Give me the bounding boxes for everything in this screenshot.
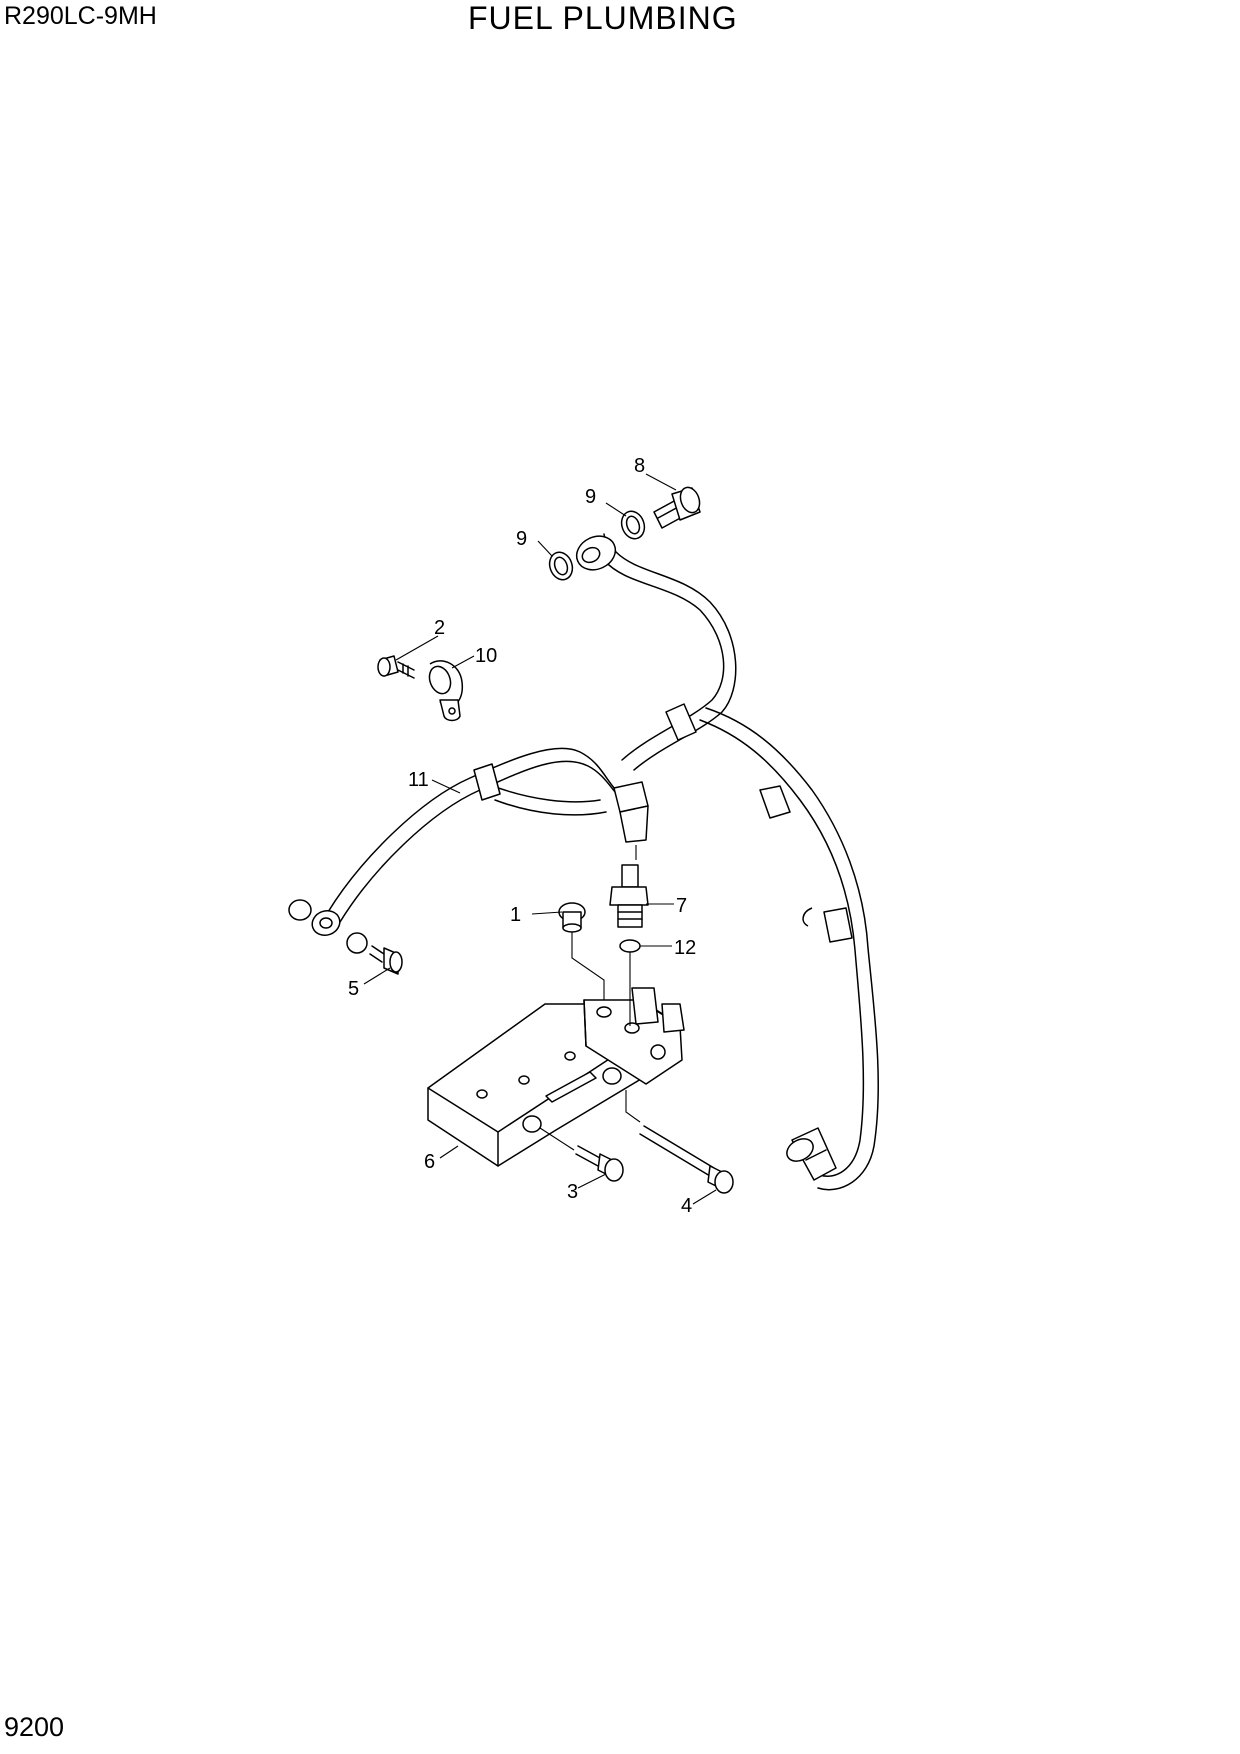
callout-9-lower: 9 — [516, 528, 527, 550]
part-1-leader — [571, 932, 605, 1002]
part-9-washer-upper-inner — [625, 515, 641, 535]
left-banjo-fitting — [311, 909, 341, 937]
part-1-plug — [558, 902, 586, 933]
part-3-bolt — [575, 1145, 624, 1182]
callout-leaders — [363, 473, 717, 1205]
callout-12: 12 — [674, 937, 696, 959]
part-10-clamp — [428, 660, 464, 722]
callout-9-upper: 9 — [585, 486, 596, 508]
part-2-bolt — [377, 655, 415, 679]
washer-left-lower — [346, 932, 368, 954]
callout-11: 11 — [408, 769, 429, 791]
part-7-sensor — [609, 864, 649, 928]
part-4-bolt — [639, 1125, 734, 1194]
callout-3: 3 — [567, 1181, 578, 1203]
part-6-filter-head — [427, 987, 685, 1167]
model-number: R290LC-9MH — [4, 2, 157, 30]
part-4-leader — [625, 1090, 641, 1123]
page-number: 9200 — [4, 1712, 65, 1742]
hose-adapter — [613, 781, 649, 860]
part-8-banjo-bolt — [653, 486, 701, 529]
washer-left-upper — [288, 899, 312, 921]
top-banjo-fitting — [575, 535, 617, 571]
hose-clamps — [473, 703, 853, 943]
part-9-washer-lower-inner — [553, 556, 569, 576]
callout-10: 10 — [475, 645, 497, 667]
callout-8: 8 — [634, 455, 645, 477]
page-title: FUEL PLUMBING — [468, 0, 738, 36]
callout-4: 4 — [681, 1195, 692, 1217]
callout-1: 1 — [510, 904, 521, 926]
callout-7: 7 — [676, 895, 687, 917]
part-3-leader — [539, 1127, 575, 1151]
callout-6: 6 — [424, 1151, 435, 1173]
hose-connector — [786, 1127, 837, 1181]
callout-2: 2 — [434, 617, 445, 639]
part-5-banjo-bolt — [369, 945, 403, 975]
part-12-o-ring — [619, 939, 641, 953]
callout-5: 5 — [348, 978, 359, 1000]
